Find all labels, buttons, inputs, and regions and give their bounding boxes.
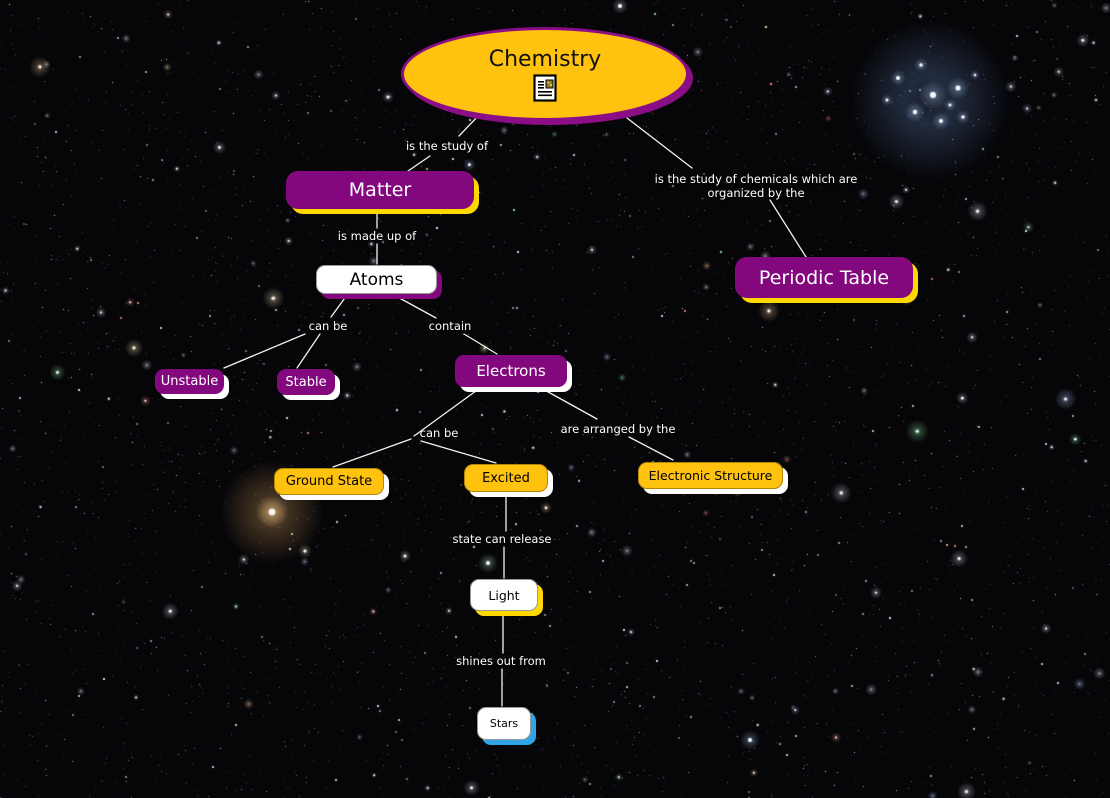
connector-line	[626, 117, 693, 169]
link-label-shines-out-from[interactable]: shines out from	[456, 654, 546, 668]
link-label-is-made-up-of[interactable]: is made up of	[337, 229, 417, 243]
node-excited-label: Excited	[482, 470, 530, 486]
node-chemistry-label: Chemistry	[488, 46, 602, 72]
connector-line	[463, 333, 498, 355]
node-light-label: Light	[488, 587, 520, 603]
connector-line	[407, 155, 431, 172]
node-electrons[interactable]: Electrons	[455, 355, 567, 387]
node-unstable[interactable]: Unstable	[155, 369, 224, 394]
node-matter[interactable]: Matter	[286, 171, 474, 209]
node-stable[interactable]: Stable	[277, 369, 335, 395]
node-ground-state-label: Ground State	[285, 474, 373, 489]
connector-line	[769, 199, 807, 258]
connector-line	[458, 114, 480, 137]
node-excited[interactable]: Excited	[464, 464, 548, 492]
node-periodic-table-label: Periodic Table	[758, 266, 890, 289]
node-stars[interactable]: Stars	[477, 707, 531, 740]
link-label-can-be-electrons[interactable]: can be	[419, 426, 459, 440]
connector-line	[628, 436, 674, 461]
connector-line	[413, 387, 481, 437]
node-electronic-structure[interactable]: Electronic Structure	[638, 462, 783, 489]
node-stars-label: Stars	[489, 717, 519, 730]
link-label-is-the-study-of[interactable]: is the study of	[405, 139, 489, 153]
node-electronic-structure-label: Electronic Structure	[648, 468, 773, 483]
node-light[interactable]: Light	[470, 579, 538, 611]
node-electrons-label: Electrons	[476, 362, 546, 380]
link-label-state-can-release[interactable]: state can release	[452, 532, 552, 546]
node-unstable-label: Unstable	[160, 374, 219, 389]
connector-line	[223, 333, 306, 369]
link-label-contain[interactable]: contain	[428, 319, 472, 333]
node-atoms[interactable]: Atoms	[316, 265, 437, 294]
connector-line	[296, 333, 321, 369]
node-chemistry[interactable]: Chemistry	[401, 27, 689, 121]
link-label-can-be-atoms[interactable]: can be	[308, 319, 348, 333]
link-label-are-arranged-by-the[interactable]: are arranged by the	[560, 422, 676, 436]
node-atoms-label: Atoms	[349, 269, 404, 290]
connector-line	[393, 294, 437, 319]
node-stable-label: Stable	[285, 374, 327, 390]
node-ground-state[interactable]: Ground State	[274, 468, 384, 495]
node-periodic-table[interactable]: Periodic Table	[735, 257, 913, 298]
connector-line	[330, 294, 348, 318]
connector-line	[540, 387, 598, 420]
resource-link-icon[interactable]	[533, 73, 557, 102]
connector-line	[420, 440, 497, 464]
node-matter-label: Matter	[348, 179, 412, 201]
connector-line	[332, 438, 412, 468]
link-label-organized-by[interactable]: is the study of chemicals which are orga…	[654, 172, 858, 200]
